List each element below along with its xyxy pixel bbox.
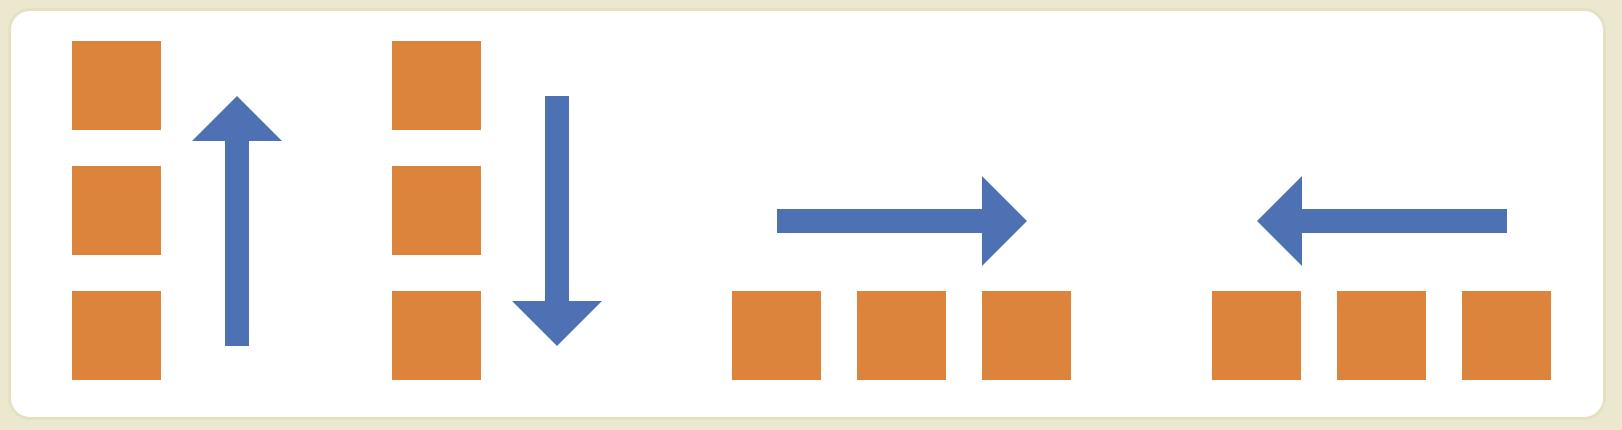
group-stack-down [392,41,602,380]
square [392,166,481,255]
group-row-left [1212,176,1551,380]
square [392,291,481,380]
group-stack-up [72,41,282,380]
square [1462,291,1551,380]
square [982,291,1071,380]
square [72,291,161,380]
square [857,291,946,380]
group-row-right [732,176,1071,380]
square [72,41,161,130]
square [1212,291,1301,380]
arrow-left-icon [1257,176,1507,266]
arrow-up-icon [192,96,282,346]
arrow-down-icon [512,96,602,346]
square [732,291,821,380]
arrow-right-icon [777,176,1027,266]
square [1337,291,1426,380]
square [72,166,161,255]
square [392,41,481,130]
